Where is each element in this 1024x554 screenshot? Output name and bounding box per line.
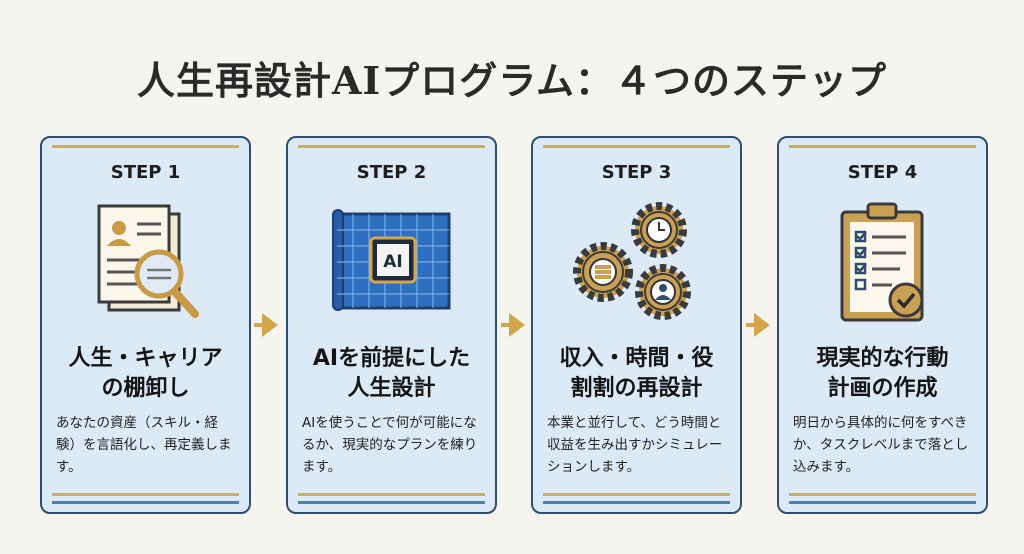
step-label: STEP 4 [847, 162, 918, 183]
arrow-right-icon [746, 313, 770, 337]
step-card-4: STEP 4 現実的な行動 計画の作成 明日から具体的に何をすべきか、タスクレベ… [777, 136, 988, 514]
divider [298, 501, 485, 504]
step-heading: 現実的な行動 計画の作成 [779, 344, 986, 404]
step-card-3: STEP 3 収入・時間・役 割割の再設計 本業と並行して、どう時間と収益を生み… [531, 136, 742, 514]
divider [52, 145, 239, 148]
heading-line: の棚卸し [101, 376, 190, 401]
divider [298, 145, 485, 148]
step-heading: 人生・キャリア の棚卸し [42, 344, 249, 404]
step-label: STEP 1 [110, 162, 181, 183]
divider [543, 145, 730, 148]
step-label: STEP 3 [601, 162, 672, 183]
clipboard-checklist-icon [840, 202, 924, 322]
step-label: STEP 2 [356, 162, 427, 183]
resume-magnifier-icon [97, 204, 199, 318]
heading-line: 計画の作成 [827, 376, 938, 401]
divider [789, 501, 976, 504]
divider [52, 501, 239, 504]
divider [543, 501, 730, 504]
divider [52, 493, 239, 496]
step-heading: 収入・時間・役 割割の再設計 [533, 344, 740, 404]
heading-line: 人生設計 [347, 376, 436, 401]
divider [789, 493, 976, 496]
gears-icon [573, 202, 691, 320]
chip-label: AI [383, 252, 402, 272]
heading-line: 現実的な行動 [816, 346, 949, 371]
step-description: 本業と並行して、どう時間と収益を生み出すかシミュレーションします。 [547, 415, 723, 475]
heading-line: AIを前提にした [312, 346, 471, 371]
step-description: あなたの資産（スキル・経験）を言語化し、再定義します。 [56, 415, 232, 475]
ai-chip-blueprint-icon: AI [332, 209, 451, 311]
step-description: 明日から具体的に何をすべきか、タスクレベルまで落とし込みます。 [793, 415, 969, 475]
step-description: AIを使うことで何が可能になるか、現実的なプランを練ります。 [302, 415, 478, 475]
heading-line: 人生・キャリア [68, 346, 223, 371]
arrow-right-icon [501, 313, 525, 337]
heading-line: 収入・時間・役 [559, 346, 714, 371]
arrow-right-icon [254, 313, 278, 337]
divider [298, 493, 485, 496]
step-heading: AIを前提にした 人生設計 [288, 344, 495, 404]
divider [789, 145, 976, 148]
step-card-2: STEP 2 AI AIを前提にした 人生設計 AIを使うことで何が可能になるか… [286, 136, 497, 514]
divider [543, 493, 730, 496]
step-card-1: STEP 1 人生・キャリア の棚卸し あなたの資産（スキル・経験）を言語化し、… [40, 136, 251, 514]
heading-line: 割割の再設計 [570, 376, 703, 401]
page-title: 人生再設計AIプログラム：４つのステップ [136, 58, 888, 103]
